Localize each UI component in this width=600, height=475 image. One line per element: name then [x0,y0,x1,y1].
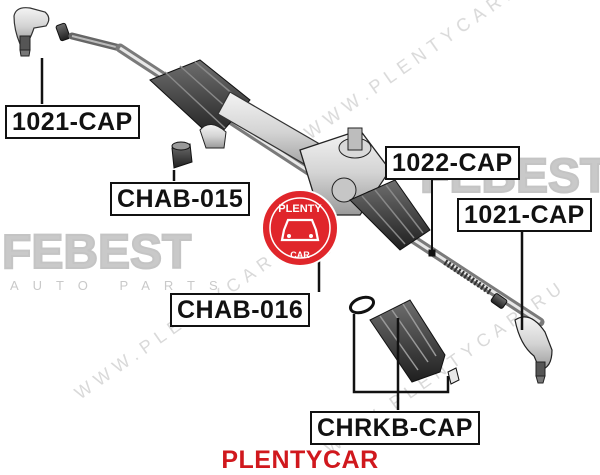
rack-boot-right [349,179,431,251]
label-bushing-chab-016: CHAB-016 [170,293,311,327]
bushing-chab-015 [171,141,193,169]
watermark-tagline-left: AUTO PARTS [10,278,232,293]
label-tie-rod-end-right: 1021-CAP [457,198,592,232]
label-tie-rod-end-top: 1021-CAP [5,105,140,139]
stamp-top-text: PLENTY [278,203,322,215]
tie-rod-end-top [13,7,124,57]
rack-boot-left [149,59,251,141]
label-tie-rod: 1022-CAP [385,146,520,180]
watermark-url-1: WWW.PLENTYCAR.RU [301,0,550,143]
leader-lines [40,58,524,410]
stamp-bottom-text: CAR [290,250,310,260]
watermark-brand-left: FEBEST [2,226,191,279]
tie-rod-end-right [490,293,553,384]
plentycar-stamp: PLENTY CAR [261,189,339,267]
watermark-logo-left: FEBEST AUTO PARTS [1,225,232,293]
footer-brand: PLENTYCAR [221,446,379,474]
label-boot-kit: CHRKB-CAP [310,411,480,445]
label-bushing-chab-015: CHAB-015 [110,182,251,216]
